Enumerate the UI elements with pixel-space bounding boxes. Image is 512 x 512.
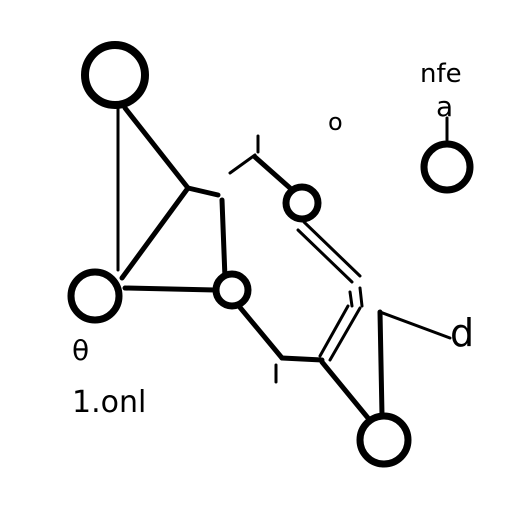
bond-lower-junction-horizontal (279, 355, 325, 363)
atom-bottom-right (356, 412, 412, 468)
atom-top-left (81, 41, 149, 109)
label-top-right: nfe (420, 59, 462, 89)
atom-center (212, 270, 252, 310)
double-bond-c1 (318, 304, 350, 358)
atom-right (420, 140, 474, 194)
bond-junction-to-bottom-left (119, 185, 191, 281)
label-top-right-sub: a (436, 90, 453, 123)
double-bond-a1 (296, 228, 354, 284)
bond-bottom-left-to-center (122, 285, 218, 293)
bond-right-junction-to-d (378, 310, 452, 340)
double-bond-b2 (358, 286, 364, 308)
bond-center-to-lower-junction (235, 302, 285, 361)
double-bond-a2 (302, 220, 362, 278)
double-bond-b1 (348, 290, 354, 308)
atom-bottom-left (67, 268, 123, 324)
label-center-o: o (328, 108, 343, 136)
bond-junction-down-to-center (219, 197, 228, 281)
bond-top-left-to-junction (122, 105, 191, 191)
label-left-bottom: 1.onl (72, 385, 146, 420)
atom-mid (282, 183, 322, 223)
bond-top-wedge (228, 153, 257, 175)
bond-right-junction-down (377, 309, 385, 418)
double-bond-c2 (328, 306, 362, 362)
label-right-d: d (450, 311, 474, 355)
bond-lower-junction-to-bottom-right (319, 359, 371, 421)
bond-junction-inner (185, 185, 221, 198)
label-left-theta: θ (72, 334, 89, 367)
bond-wedge-to-mid-atom (252, 154, 293, 191)
